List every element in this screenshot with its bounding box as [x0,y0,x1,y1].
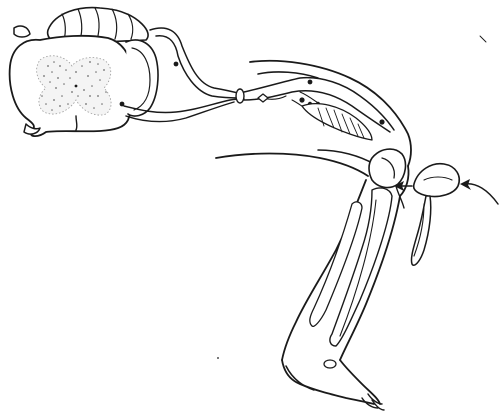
leg [216,61,411,410]
dorsal-synapse-node [174,62,179,67]
swing-motion-arrow [464,184,498,204]
spinal-cord-section [10,8,179,137]
quadriceps-muscle [302,104,372,140]
femur-shaft [318,150,374,164]
toes [362,394,384,410]
thigh-lower-contour [216,154,368,177]
nerve-sheath-ring [236,89,244,103]
receptor-diamond-marker [258,94,268,102]
nerve-node-1 [308,80,313,85]
knee-cap-patella [369,149,405,187]
swing-arrow-head [460,179,471,190]
stretch-receptor-node [379,119,384,124]
afferent-fiber-upper [150,28,242,94]
reflex-hammer [411,164,459,266]
nerve-node-2 [299,97,304,102]
central-canal [75,85,78,88]
afferent-fiber-lower [156,36,242,98]
ankle-bone [324,360,336,368]
ventral-root-stub [14,26,30,37]
